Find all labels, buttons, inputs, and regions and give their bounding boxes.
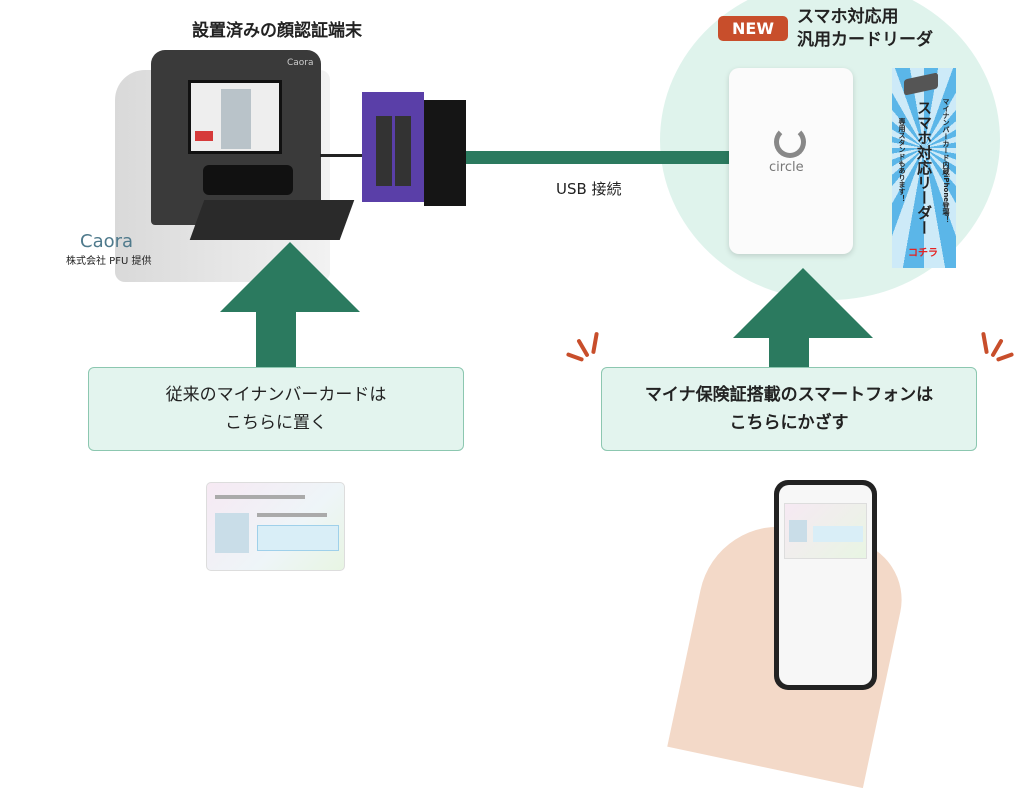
arrow-right-shaft [769,337,809,368]
emphasis-burst-left-icon [565,331,605,372]
usb-label: USB 接続 [556,180,622,198]
poster-line4: コチラ [908,248,938,259]
my-number-card [206,482,345,571]
emphasis-burst-right-icon [975,331,1015,372]
reader-title: スマホ対応用 汎用カードリーダ [797,6,933,52]
terminal-title: 設置済みの顔認証端末 [192,21,362,41]
smartphone [774,480,877,690]
cable [320,154,365,157]
circle-logo-icon [774,126,806,158]
reader-stand-image [904,72,938,96]
face-recognition-terminal: Caora [115,50,355,282]
server-box [362,92,466,206]
reader-ad-poster[interactable]: マイナンバーカード内蔵iPhone登場！ スマホ対応リーダー 専用スタンドもあり… [892,68,956,268]
terminal-brand: Caora [287,58,314,68]
arrow-up-left-icon [220,242,360,312]
card-reader-device: circle [729,68,853,254]
card-instruction-line1: 従来のマイナンバーカードは [165,385,387,405]
smartphone-instruction-line2: こちらにかざす [729,413,849,433]
reader-brand: circle [769,160,804,175]
card-photo [215,513,249,553]
card-instruction-box: 従来のマイナンバーカードは こちらに置く [88,367,464,451]
poster-line3: 専用スタンドもあります！ [898,118,906,202]
face-photo [221,89,251,149]
arrow-left-shaft [256,311,296,368]
smartphone-instruction-box: マイナ保険証搭載のスマートフォンは こちらにかざす [601,367,977,451]
provider-label: 株式会社 PFU 提供 [66,256,152,267]
reader-title-line2: 汎用カードリーダ [797,30,933,50]
poster-line1: マイナンバーカード内蔵iPhone登場！ [942,98,950,224]
caora-logo: Caora [80,231,134,252]
card-instruction-line2: こちらに置く [225,413,327,433]
smartphone-instruction-line1: マイナ保険証搭載のスマートフォンは [644,385,934,405]
arrow-up-right-icon [733,268,873,338]
poster-line2: スマホ対応リーダー [915,100,933,235]
usb-connection-line [466,151,730,164]
new-badge: NEW [718,16,788,41]
phone-my-number-card [784,503,867,559]
reader-title-line1: スマホ対応用 [797,7,899,27]
